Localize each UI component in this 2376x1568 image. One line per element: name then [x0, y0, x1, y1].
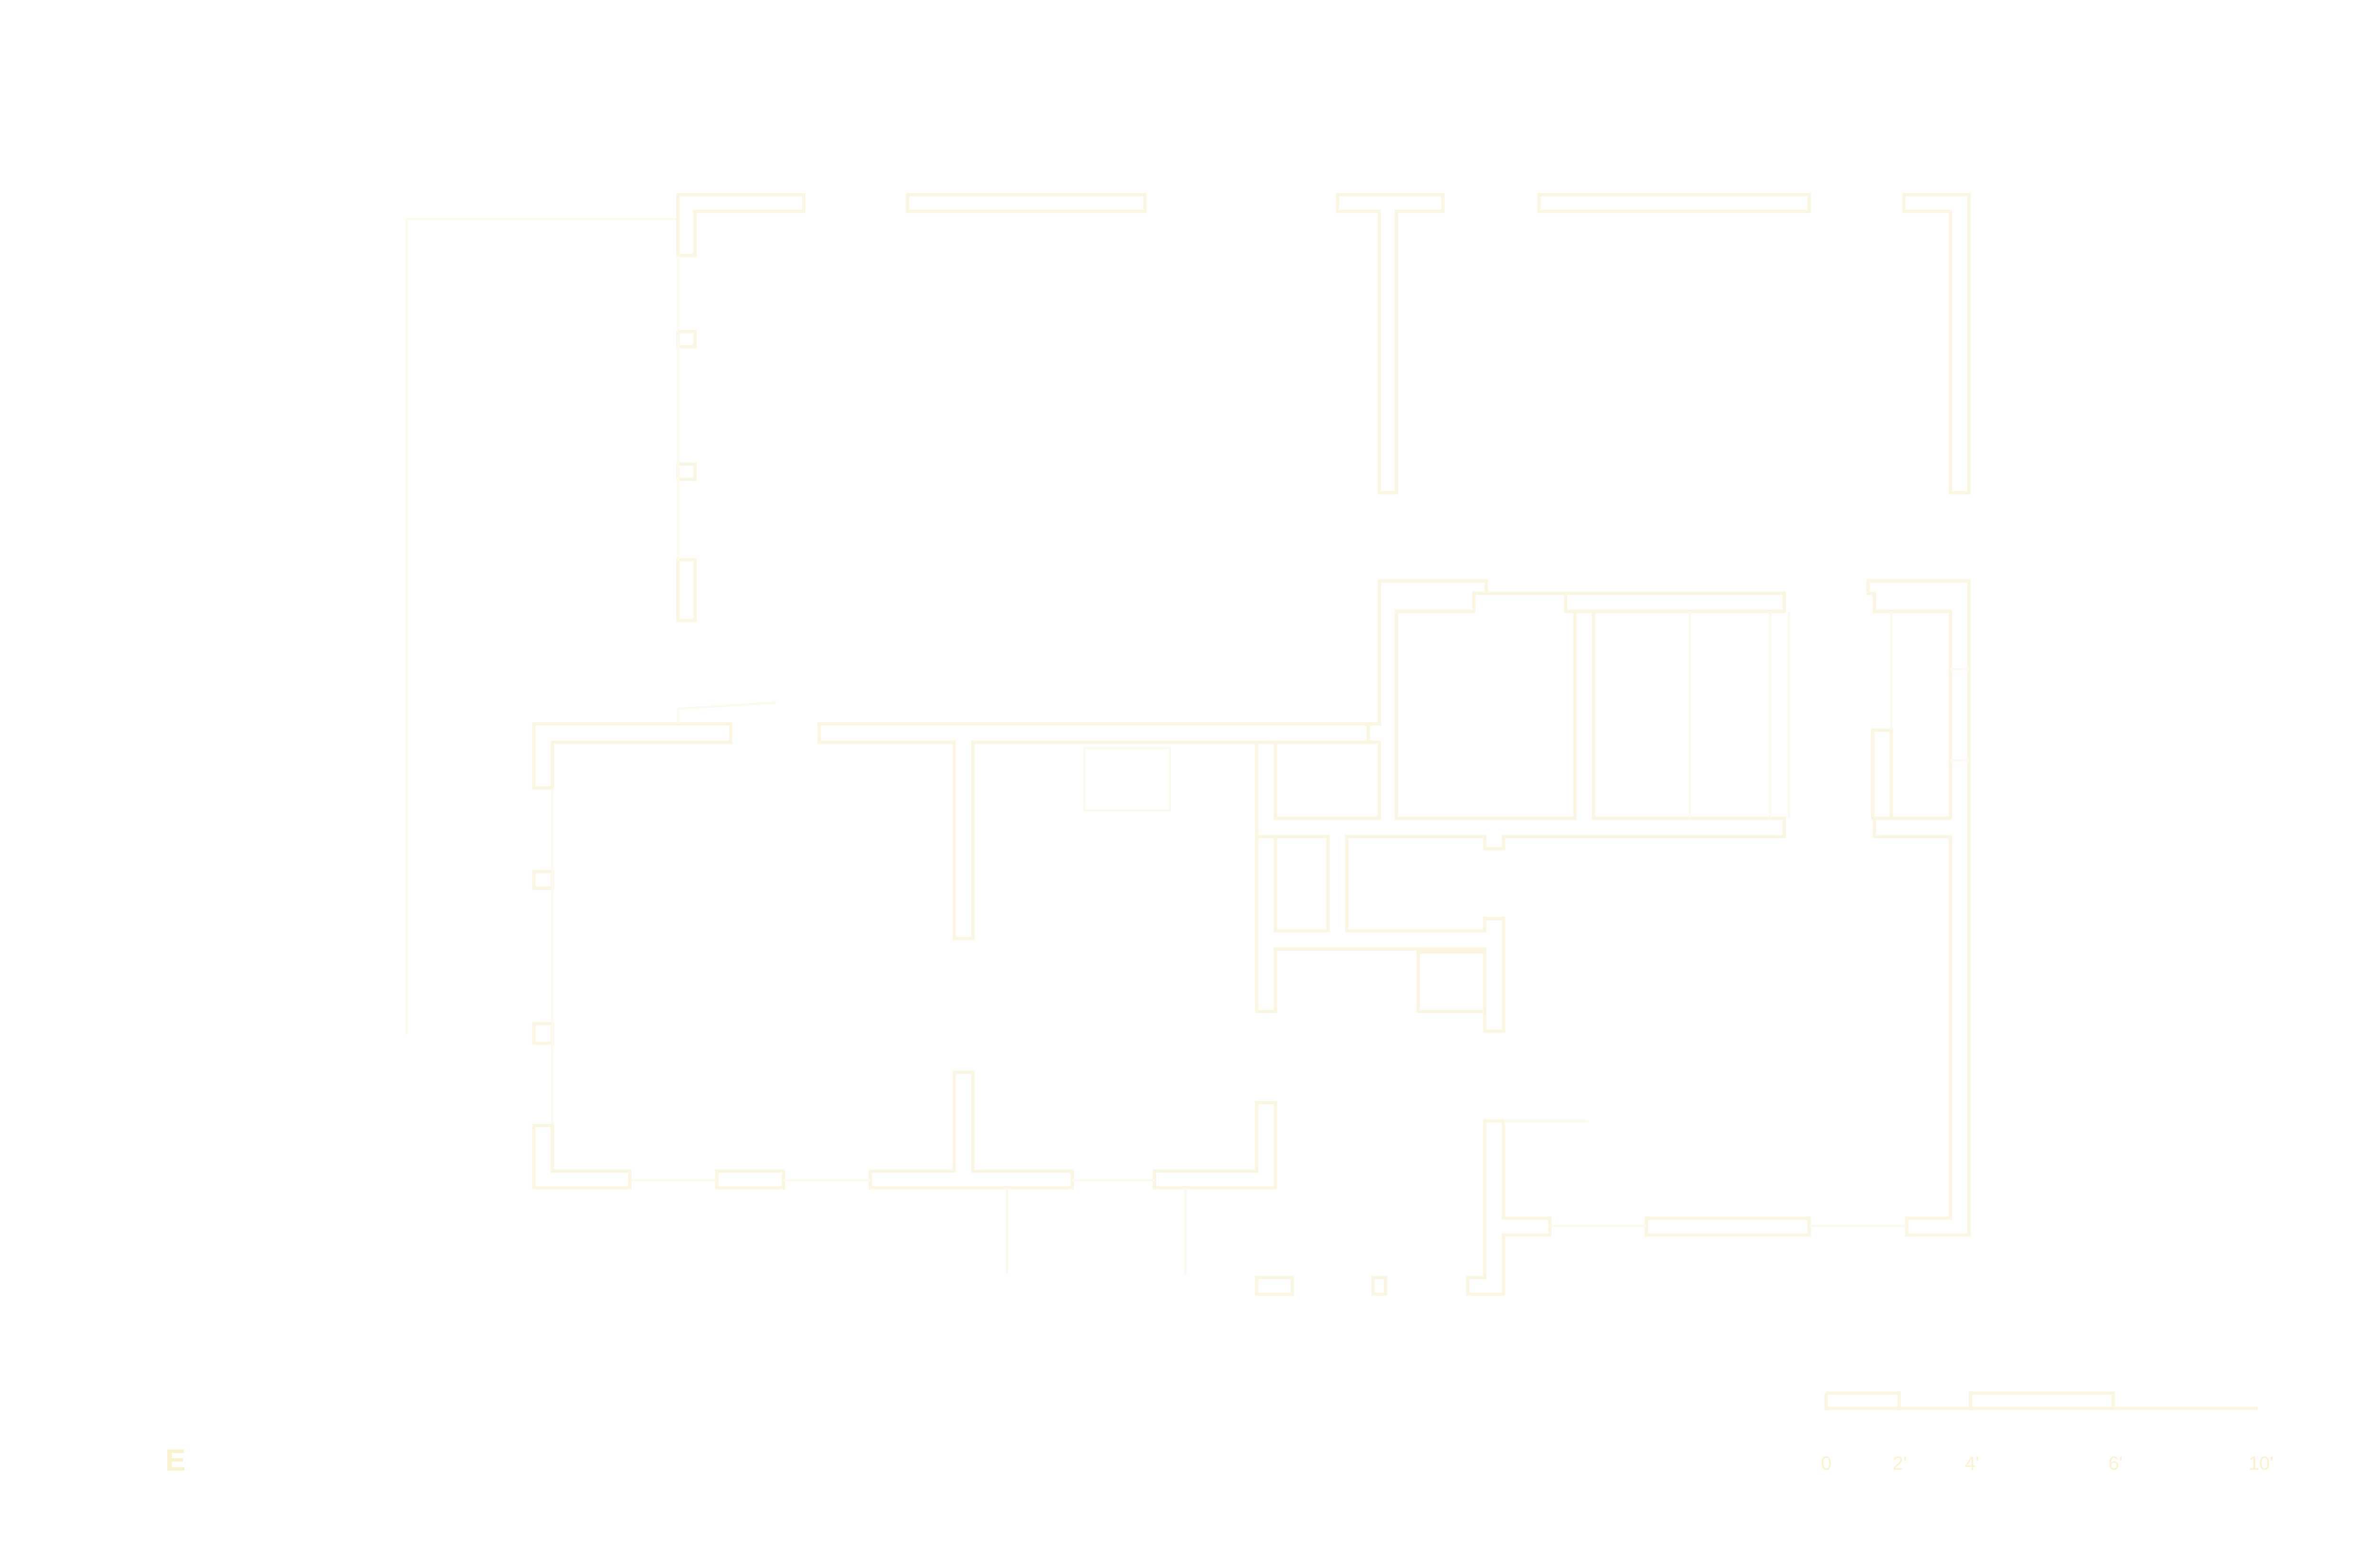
upper-wing-top-wall-window-2 [1537, 193, 1811, 213]
lower-left-room-bottom-wall-3 [1152, 1101, 1277, 1190]
upper-wing-top-wall-left [676, 193, 805, 258]
right-block-faint-line [1890, 611, 1969, 762]
upper-wing-left-wall-piece-1 [676, 330, 697, 349]
upper-wing-top-wall-center [1335, 193, 1445, 495]
north-label: E [165, 1443, 186, 1477]
scale-bar-base [1824, 1393, 2113, 1410]
entrance-step-2 [1371, 1276, 1388, 1296]
upper-wing-left-wall-piece-3 [676, 558, 697, 622]
upper-wing-top-wall-right [1902, 193, 1971, 495]
entrance-faint [1503, 1119, 1907, 1227]
scale-tick-6: 6' [2108, 1453, 2123, 1474]
right-block-wall [1866, 579, 1971, 1237]
scale-tick-4: 4' [1965, 1453, 1979, 1474]
entrance-step-1 [1255, 1276, 1294, 1296]
scale-tick-10: 10' [2249, 1453, 2274, 1474]
middle-block-outer-wall [1255, 579, 1786, 1033]
scale-tick-2: 2' [1893, 1453, 1907, 1474]
lower-left-room-left-wall-piece-2 [532, 1022, 554, 1045]
entrance-wall [1466, 1119, 1552, 1296]
lower-left-room-top-wall [532, 722, 733, 790]
lower-left-room-top-wall-2 [817, 722, 1370, 940]
entrance-window [1644, 1216, 1811, 1237]
lower-left-room-bottom-wall [532, 1124, 632, 1190]
upper-wing-top-wall-window-1 [906, 193, 1147, 213]
lower-left-room-top-faint [677, 701, 776, 724]
lower-left-room-bottom-window-1 [715, 1169, 786, 1190]
right-block-inner-wall [1871, 728, 1893, 820]
lower-left-room-left-wall-piece-1 [532, 870, 554, 890]
lower-left-room-bottom-wall-2 [869, 1071, 1074, 1190]
middle-block-closet [1416, 950, 1487, 1013]
scale-tick-0: 0 [1821, 1453, 1832, 1474]
lower-left-room-fixture [1083, 747, 1171, 812]
scale-bar [1826, 1391, 2258, 1410]
site-boundary-line [405, 218, 678, 1034]
lower-left-room-bottom-faint [630, 1179, 1187, 1275]
upper-wing-left-wall-piece-2 [676, 462, 697, 481]
